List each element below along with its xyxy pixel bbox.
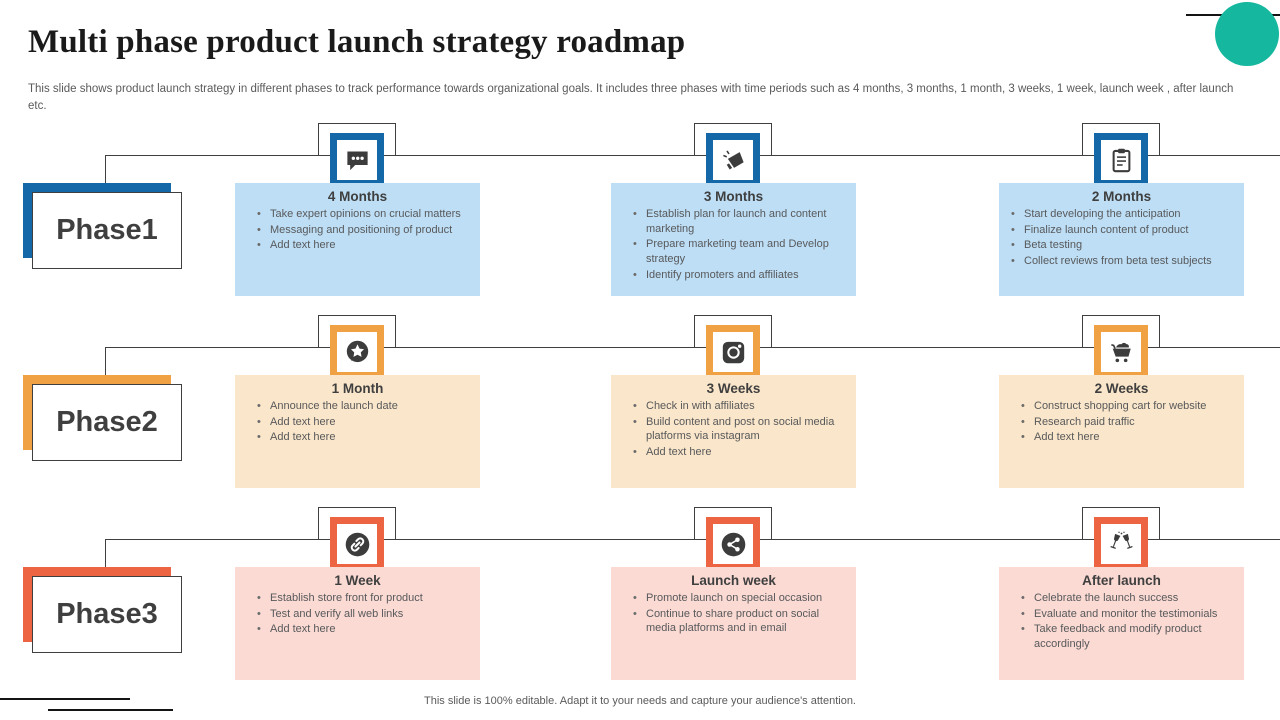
milestone-list: Promote launch on special occasion Conti… bbox=[611, 591, 856, 636]
phase-connector bbox=[105, 539, 107, 568]
list-item: Add text here bbox=[255, 430, 472, 445]
milestone-list: Announce the launch date Add text here A… bbox=[235, 399, 480, 445]
list-item: Evaluate and monitor the testimonials bbox=[1019, 607, 1236, 622]
list-item: Add text here bbox=[255, 238, 472, 253]
celebration-glasses-icon bbox=[1094, 517, 1148, 571]
list-item: Identify promoters and affiliates bbox=[631, 268, 848, 283]
bottom-left-divider-2 bbox=[48, 709, 173, 711]
list-item: Finalize launch content of product bbox=[1009, 223, 1236, 238]
phase-label: Phase1 bbox=[32, 192, 182, 269]
list-item: Add text here bbox=[255, 415, 472, 430]
milestone-card: 1 Week Establish store front for product… bbox=[235, 567, 480, 680]
footer-note: This slide is 100% editable. Adapt it to… bbox=[424, 695, 856, 707]
clipboard-icon bbox=[1094, 133, 1148, 187]
milestone-card: 2 Months Start developing the anticipati… bbox=[999, 183, 1244, 296]
list-item: Collect reviews from beta test subjects bbox=[1009, 254, 1236, 269]
milestone-title: 3 Weeks bbox=[706, 381, 761, 396]
milestone-title: 2 Months bbox=[1091, 189, 1152, 204]
milestone-title: After launch bbox=[1082, 573, 1161, 588]
list-item: Establish plan for launch and content ma… bbox=[631, 207, 848, 236]
list-item: Prepare marketing team and Develop strat… bbox=[631, 237, 848, 266]
milestone-list: Take expert opinions on crucial matters … bbox=[235, 207, 480, 253]
comment-icon bbox=[330, 133, 384, 187]
milestone-card: 3 Months Establish plan for launch and c… bbox=[611, 183, 856, 296]
phase-connector bbox=[105, 155, 107, 184]
list-item: Build content and post on social media p… bbox=[631, 415, 848, 444]
milestone-card: 3 Weeks Check in with affiliates Build c… bbox=[611, 375, 856, 488]
phase-label: Phase3 bbox=[32, 576, 182, 653]
milestone-title: 2 Weeks bbox=[1094, 381, 1149, 396]
list-item: Take feedback and modify product accordi… bbox=[1019, 622, 1236, 651]
timeline-line bbox=[105, 347, 1280, 348]
list-item: Promote launch on special occasion bbox=[631, 591, 848, 606]
milestone-card: After launch Celebrate the launch succes… bbox=[999, 567, 1244, 680]
milestone-title: 3 Months bbox=[703, 189, 764, 204]
shopping-cart-icon bbox=[1094, 325, 1148, 379]
milestone-title: Launch week bbox=[691, 573, 776, 588]
list-item: Take expert opinions on crucial matters bbox=[255, 207, 472, 222]
list-item: Establish store front for product bbox=[255, 591, 472, 606]
milestone-card: 4 Months Take expert opinions on crucial… bbox=[235, 183, 480, 296]
list-item: Test and verify all web links bbox=[255, 607, 472, 622]
milestone-title: 1 Week bbox=[334, 573, 381, 588]
link-icon bbox=[330, 517, 384, 571]
milestone-list: Construct shopping cart for website Rese… bbox=[999, 399, 1244, 445]
timeline-line bbox=[105, 539, 1280, 540]
milestone-list: Establish plan for launch and content ma… bbox=[611, 207, 856, 282]
list-item: Start developing the anticipation bbox=[1009, 207, 1236, 222]
phase-connector bbox=[105, 347, 107, 376]
list-item: Research paid traffic bbox=[1019, 415, 1236, 430]
list-item: Beta testing bbox=[1009, 238, 1236, 253]
phase-label: Phase2 bbox=[32, 384, 182, 461]
list-item: Celebrate the launch success bbox=[1019, 591, 1236, 606]
list-item: Add text here bbox=[1019, 430, 1236, 445]
list-item: Announce the launch date bbox=[255, 399, 472, 414]
milestone-list: Start developing the anticipation Finali… bbox=[999, 207, 1244, 269]
megaphone-icon bbox=[706, 133, 760, 187]
share-icon bbox=[706, 517, 760, 571]
instagram-icon bbox=[706, 325, 760, 379]
milestone-title: 1 Month bbox=[331, 381, 384, 396]
milestone-title: 4 Months bbox=[327, 189, 388, 204]
list-item: Add text here bbox=[631, 445, 848, 460]
milestone-card: 1 Month Announce the launch date Add tex… bbox=[235, 375, 480, 488]
milestone-card: Launch week Promote launch on special oc… bbox=[611, 567, 856, 680]
bottom-left-divider bbox=[0, 698, 130, 700]
milestone-list: Establish store front for product Test a… bbox=[235, 591, 480, 637]
timeline-line bbox=[105, 155, 1280, 156]
list-item: Check in with affiliates bbox=[631, 399, 848, 414]
milestone-list: Celebrate the launch success Evaluate an… bbox=[999, 591, 1244, 652]
decorative-circle bbox=[1215, 2, 1279, 66]
star-badge-icon bbox=[330, 325, 384, 379]
list-item: Construct shopping cart for website bbox=[1019, 399, 1236, 414]
slide-description: This slide shows product launch strategy… bbox=[28, 83, 1234, 113]
list-item: Add text here bbox=[255, 622, 472, 637]
list-item: Continue to share product on social medi… bbox=[631, 607, 848, 636]
milestone-card: 2 Weeks Construct shopping cart for webs… bbox=[999, 375, 1244, 488]
page-title: Multi phase product launch strategy road… bbox=[28, 24, 686, 60]
list-item: Messaging and positioning of product bbox=[255, 223, 472, 238]
milestone-list: Check in with affiliates Build content a… bbox=[611, 399, 856, 460]
